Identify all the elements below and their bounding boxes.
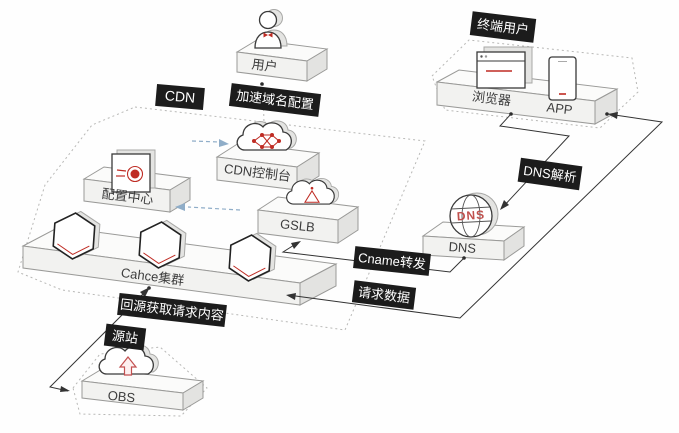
cache-node-1 [52,210,101,260]
svg-text:源站: 源站 [111,328,139,346]
flow-request-data-line [286,112,664,319]
obs-cloud-icon [98,344,159,376]
browser-label: 浏览器 [471,89,512,109]
config-center-label: 配置中心 [101,186,154,207]
end-user-region-border [431,39,639,129]
dns-globe-text: DNS [456,208,485,224]
user-label: 用户 [251,57,279,75]
config-center-icon [111,149,156,193]
gslb-cloud-icon [286,177,340,205]
app-phone-icon [548,56,577,101]
svg-text:Cname转发: Cname转发 [357,250,426,272]
cache-cluster-platform: Cahce集群 [21,210,338,306]
dns-label: DNS [448,239,477,256]
user-platform: 用户 [235,9,329,82]
dns-platform: DNS DNS [421,192,526,261]
svg-text:终端用户: 终端用户 [476,16,529,37]
badge-end-user: 终端用户 [469,11,537,43]
svg-text:请求数据: 请求数据 [357,284,410,305]
badge-origin-site: 源站 [103,323,147,351]
svg-text:DNS解析: DNS解析 [522,163,577,185]
app-label: APP [546,100,574,118]
gslb-platform: GSLB [256,177,360,244]
origin-region-border [72,346,208,417]
cache-node-3 [228,232,277,282]
cache-node-2 [138,219,187,269]
svg-text:CDN: CDN [164,87,196,106]
badge-request-data: 请求数据 [351,280,417,310]
dns-globe-icon: DNS [449,192,499,238]
badge-domain-config: 加速域名配置 [228,83,322,117]
cdn-region-border [17,106,426,331]
browser-icon [476,46,533,89]
end-user-platform: 浏览器 APP [435,46,619,125]
user-icon [254,9,288,49]
user-connector-dot [260,82,264,86]
cdn-console-cloud-icon [236,120,297,151]
config-center-platform: 配置中心 [82,149,192,213]
sync-config-center-arrow [175,203,241,211]
cdn-console-platform: CDN控制台 [215,120,321,191]
badge-cdn: CDN [155,83,205,111]
obs-platform: OBS [80,344,205,411]
sync-console-arrow [191,139,229,147]
obs-label: OBS [107,388,136,406]
flow-origin-fetch-line [49,287,150,392]
badge-dns-resolve: DNS解析 [517,157,583,191]
badge-cname-forward: Cname转发 [353,246,431,276]
badge-origin-fetch: 回源获取请求内容 [117,292,227,328]
app-connector-dot [605,112,609,116]
gslb-label: GSLB [279,216,315,235]
